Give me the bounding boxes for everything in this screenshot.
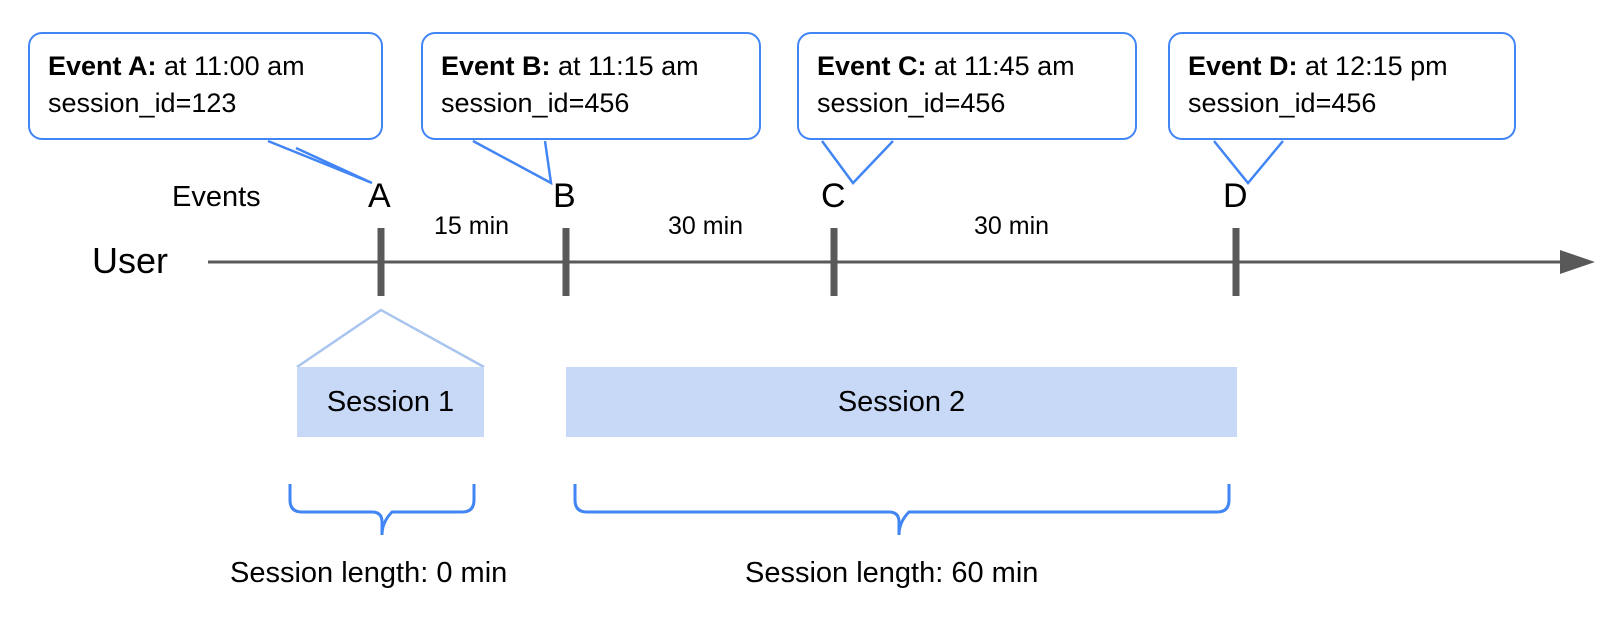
- callout-event-c-lead: Event C:: [817, 51, 927, 81]
- leader-line-b: [472, 139, 553, 186]
- event-label-a: A: [368, 177, 391, 215]
- callout-event-b-lead: Event B:: [441, 51, 551, 81]
- callout-event-b-session: session_id=456: [441, 88, 630, 119]
- session-block-2[interactable]: Session 2: [566, 367, 1237, 437]
- callout-event-d[interactable]: Event D: at 12:15 pm session_id=456: [1168, 32, 1516, 140]
- session-length-label-1: Session length: 0 min: [230, 557, 508, 589]
- callout-event-c-time: at 11:45 am: [926, 51, 1075, 81]
- leader-line-a: [267, 139, 373, 185]
- callout-event-a[interactable]: Event A: at 11:00 am session_id=123: [28, 32, 383, 140]
- callout-event-b-time: at 11:15 am: [550, 51, 699, 81]
- gap-label-c-d: 30 min: [974, 212, 1050, 240]
- event-label-b: B: [553, 177, 576, 215]
- session-block-2-label: Session 2: [837, 385, 966, 418]
- event-label-d: D: [1223, 177, 1248, 215]
- callout-event-d-lead: Event D:: [1188, 51, 1298, 81]
- gap-label-a-b: 15 min: [434, 212, 510, 240]
- callout-event-d-time: at 12:15 pm: [1297, 51, 1448, 81]
- callout-event-d-session: session_id=456: [1188, 88, 1377, 119]
- brace-session-2: [573, 484, 1231, 536]
- callout-event-b[interactable]: Event B: at 11:15 am session_id=456: [421, 32, 761, 140]
- row-label-events: Events: [172, 181, 261, 213]
- callout-event-a-time: at 11:00 am: [156, 51, 305, 81]
- session-1-funnel: [296, 308, 485, 369]
- callout-leader-lines: [267, 139, 1284, 186]
- session-block-1[interactable]: Session 1: [297, 367, 484, 437]
- session-block-1-label: Session 1: [326, 385, 455, 418]
- brace-session-1: [288, 484, 476, 536]
- session-length-label-2: Session length: 60 min: [745, 557, 1039, 589]
- session-length-braces: [288, 484, 1231, 536]
- callout-event-a-session: session_id=123: [48, 88, 237, 119]
- gap-label-b-c: 30 min: [668, 212, 744, 240]
- row-label-user: User: [92, 240, 169, 281]
- callout-event-c[interactable]: Event C: at 11:45 am session_id=456: [797, 32, 1137, 140]
- callout-event-c-session: session_id=456: [817, 88, 1006, 119]
- event-label-c: C: [821, 177, 846, 215]
- timeline-axis: [208, 250, 1595, 274]
- event-tick-marks: [377, 228, 1240, 296]
- callout-event-a-lead: Event A:: [48, 51, 157, 81]
